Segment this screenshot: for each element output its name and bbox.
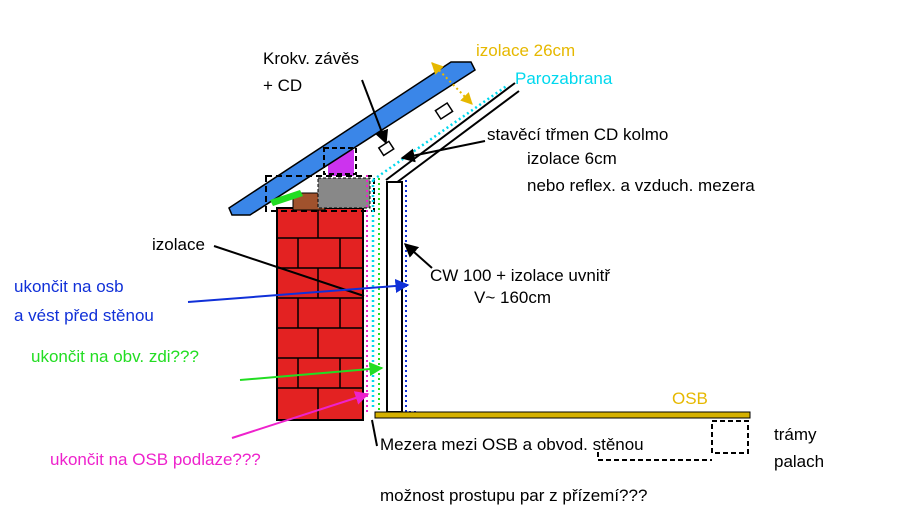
label-tramy: trámy <box>774 425 817 444</box>
label-ukoncit-osb-1: ukončit na osb <box>14 277 124 296</box>
label-ukoncit-obv: ukončit na obv. zdi??? <box>31 347 199 366</box>
beam-dashed-line <box>597 452 712 461</box>
arrow-magenta <box>231 391 370 439</box>
arrow-krokv <box>361 79 389 145</box>
label-izolace-6: izolace 6cm <box>527 149 617 168</box>
arrow-izolace <box>213 245 365 297</box>
label-izolace-26: izolace 26cm <box>476 41 575 60</box>
label-krokv-line1: Krokv. závěs <box>263 49 359 68</box>
label-moznost: možnost prostupu par z přízemí??? <box>380 486 647 505</box>
label-izolace: izolace <box>152 235 205 254</box>
label-parozabrana: Parozabrana <box>515 69 613 88</box>
osb-floor <box>374 411 751 419</box>
blue-dotted-line <box>405 180 418 413</box>
stud-wall-cw100 <box>386 181 403 413</box>
label-palach: palach <box>774 452 824 471</box>
label-nebo-reflex: nebo reflex. a vzduch. mezera <box>527 176 755 195</box>
ceiling-slope <box>385 82 520 187</box>
label-mezera: Mezera mezi OSB a obvod. stěnou <box>380 435 644 454</box>
hanger-box-1 <box>377 140 395 157</box>
label-v160: V~ 160cm <box>474 288 551 307</box>
green-board <box>270 190 303 206</box>
beam-dashed-box <box>711 420 749 454</box>
arrow-mezera <box>371 419 378 447</box>
brick-wall <box>276 207 364 421</box>
hanger-box-2 <box>434 101 454 121</box>
dashed-outline-top <box>323 147 357 175</box>
label-krokv-line2: + CD <box>263 76 302 95</box>
label-ukoncit-podlaze: ukončit na OSB podlaze??? <box>50 450 261 469</box>
label-cw100: CW 100 + izolace uvnitř <box>430 266 610 285</box>
dashed-outline-purlin <box>265 175 375 212</box>
arrow-cw100 <box>403 243 433 269</box>
label-osb: OSB <box>672 389 708 408</box>
label-stavecí: stavěcí třmen CD kolmo <box>487 125 668 144</box>
arrow-blue <box>187 278 410 303</box>
insulation-gray-block <box>317 177 371 209</box>
arrow-green <box>239 362 384 381</box>
label-ukoncit-osb-2: a vést před stěnou <box>14 306 154 325</box>
arrow-stavec <box>400 140 486 163</box>
